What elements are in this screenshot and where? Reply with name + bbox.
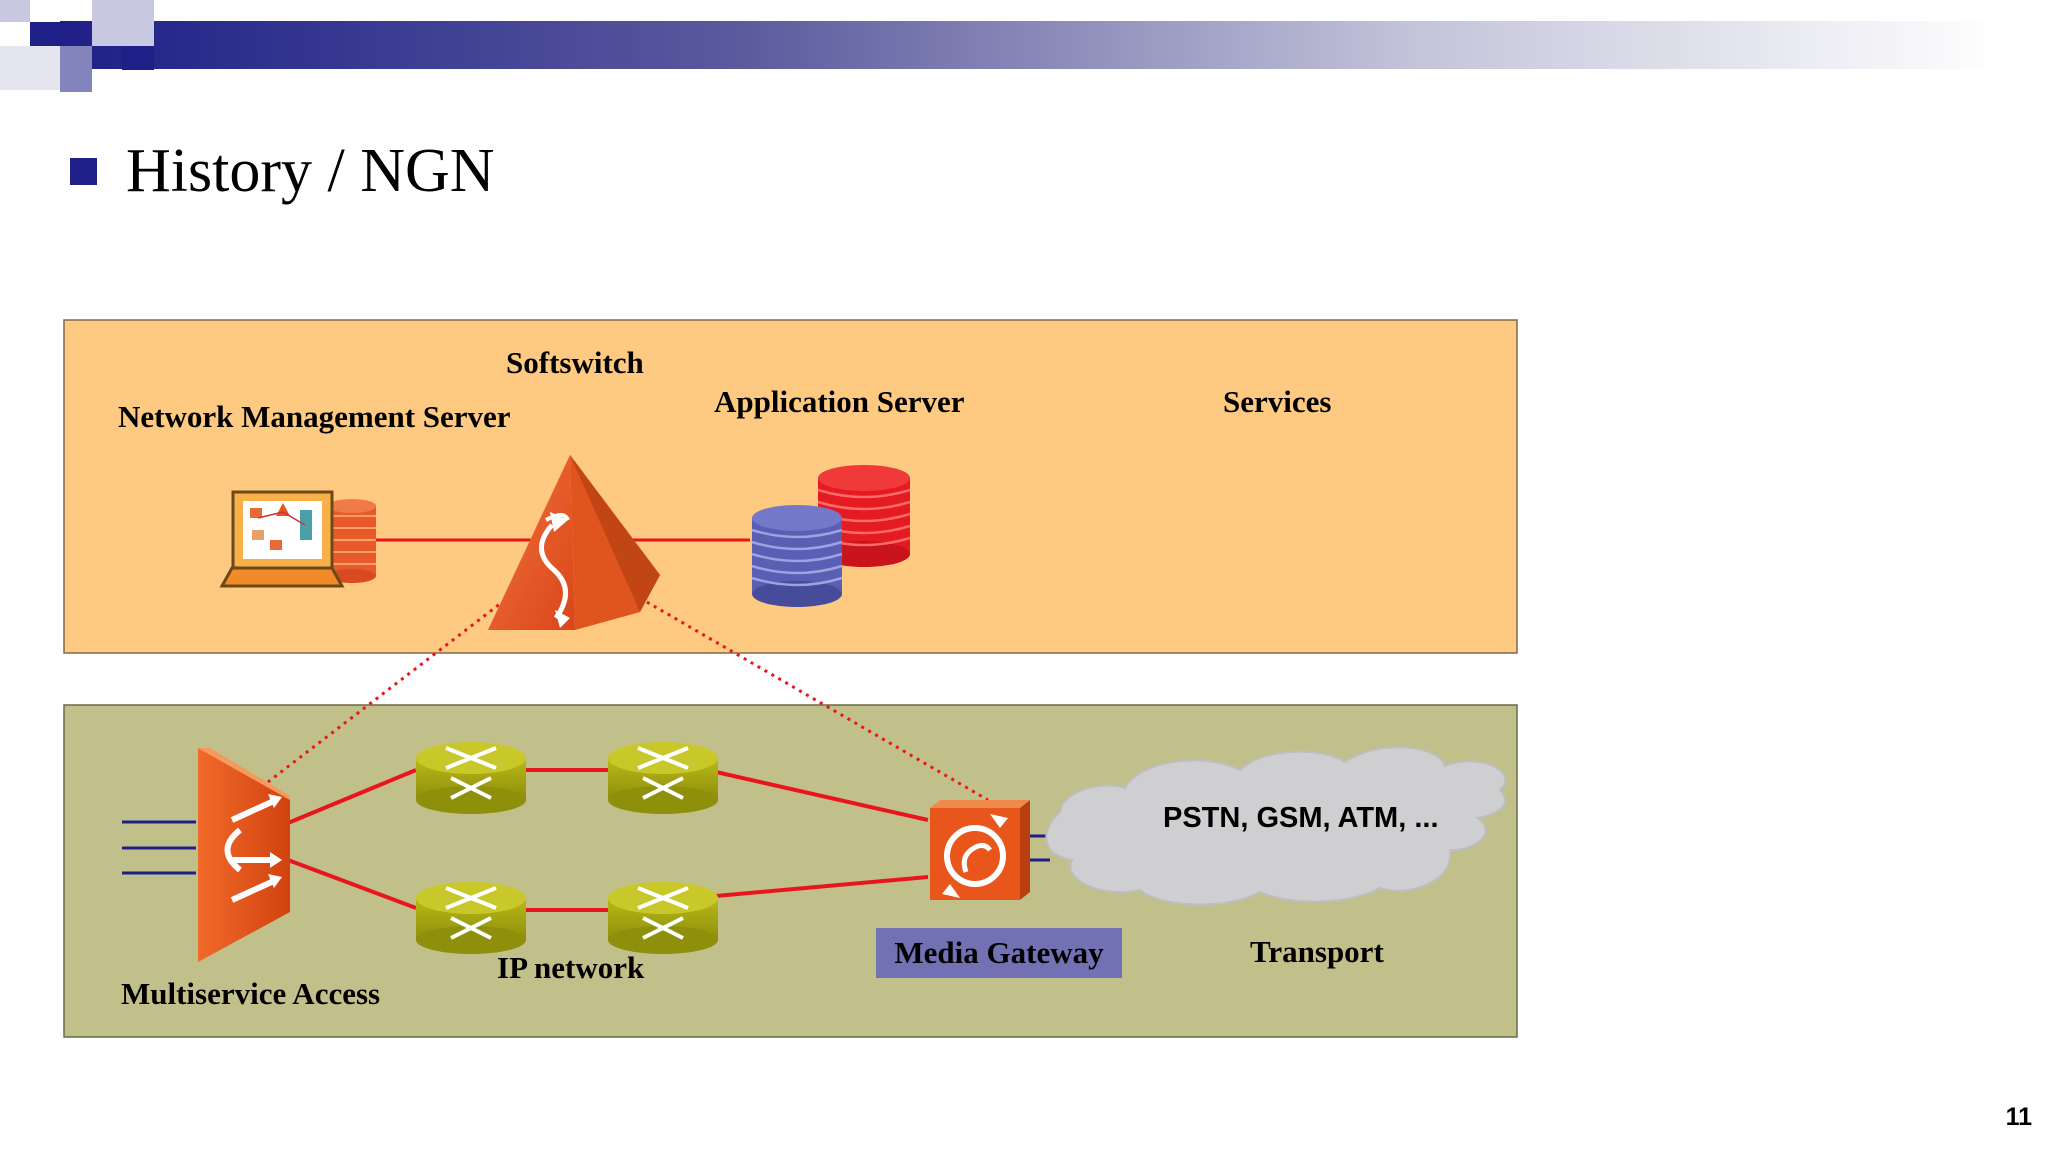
network-management-server-label: Network Management Server	[118, 399, 511, 434]
page-number: 11	[2005, 1103, 2032, 1131]
cloud-label: PSTN, GSM, ATM, ...	[1163, 802, 1439, 834]
control-links	[267, 596, 989, 802]
slide-title: History / NGN	[70, 136, 495, 207]
header-banner	[0, 0, 2000, 92]
router-icon	[416, 742, 526, 814]
application-server-icon	[751, 465, 911, 607]
softswitch-icon	[488, 455, 660, 630]
router-icon	[416, 882, 526, 954]
laptop-icon	[219, 490, 345, 588]
slide-title-text: History / NGN	[126, 137, 495, 205]
media-gateway-label-box: Media Gateway	[876, 928, 1122, 978]
softswitch-label: Softswitch	[506, 345, 644, 380]
services-layer-label: Services	[1223, 384, 1332, 419]
database-icon-blue	[751, 505, 843, 607]
transport-links	[287, 768, 929, 912]
transport-layer-label: Transport	[1250, 934, 1384, 969]
ip-network-label: IP network	[497, 950, 645, 985]
media-gateway-icon	[930, 800, 1030, 900]
square-bullet-icon	[70, 158, 97, 185]
network-management-server-icon	[219, 490, 376, 588]
router-icon	[608, 882, 718, 954]
access-input-lines	[122, 820, 196, 875]
multiservice-access-label: Multiservice Access	[121, 976, 381, 1011]
database-icon	[328, 499, 376, 583]
pstn-cloud-icon	[1045, 746, 1507, 906]
multiservice-access-icon	[198, 748, 290, 962]
application-server-label: Application Server	[714, 384, 965, 419]
media-gateway-label: Media Gateway	[894, 935, 1104, 970]
router-icon	[608, 742, 718, 814]
